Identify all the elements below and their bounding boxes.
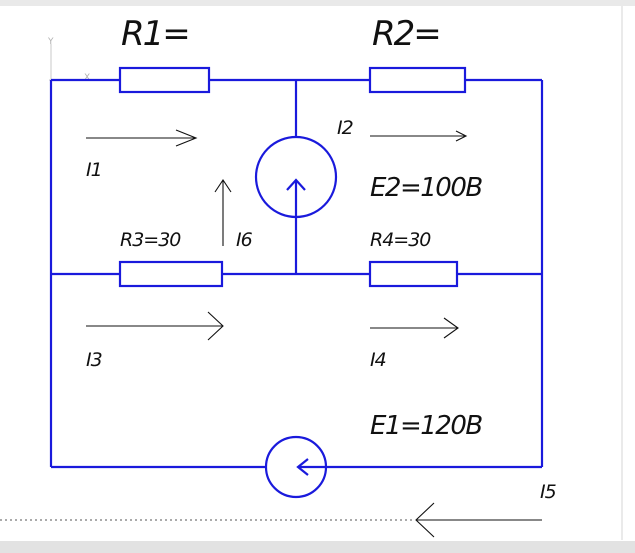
resistor-r2 (368, 66, 467, 94)
resistor-r4 (368, 260, 459, 288)
bottom-scrollbar[interactable] (0, 541, 635, 553)
label-i2: I2 (337, 117, 353, 139)
label-r1: R1= (121, 14, 189, 54)
resistor-r1 (118, 66, 211, 94)
resistor-r3 (118, 260, 224, 288)
axis-x-label: X (84, 73, 90, 83)
voltage-source-e1 (264, 435, 328, 499)
current-arrow-i3 (86, 311, 224, 341)
current-arrow-i4 (370, 317, 459, 339)
top-frame-strip (0, 0, 635, 6)
label-r3: R3=30 (120, 229, 181, 251)
current-arrow-i1 (86, 129, 198, 147)
label-i3: I3 (86, 349, 102, 371)
label-i4: I4 (370, 349, 386, 371)
label-e1: E1=120B (370, 411, 482, 441)
current-arrow-i2 (370, 130, 468, 142)
current-arrow-i6 (214, 179, 232, 246)
label-r4: R4=30 (370, 229, 431, 251)
label-e2: E2=100B (370, 173, 482, 203)
label-i6: I6 (236, 229, 253, 251)
label-i5: I5 (540, 481, 557, 503)
current-arrow-i5 (415, 502, 542, 538)
label-i1: I1 (86, 159, 102, 181)
voltage-source-e2 (254, 135, 338, 219)
axis-marker-icon: Y X (47, 37, 90, 83)
axis-y-label: Y (47, 37, 54, 47)
label-r2: R2= (372, 14, 440, 54)
